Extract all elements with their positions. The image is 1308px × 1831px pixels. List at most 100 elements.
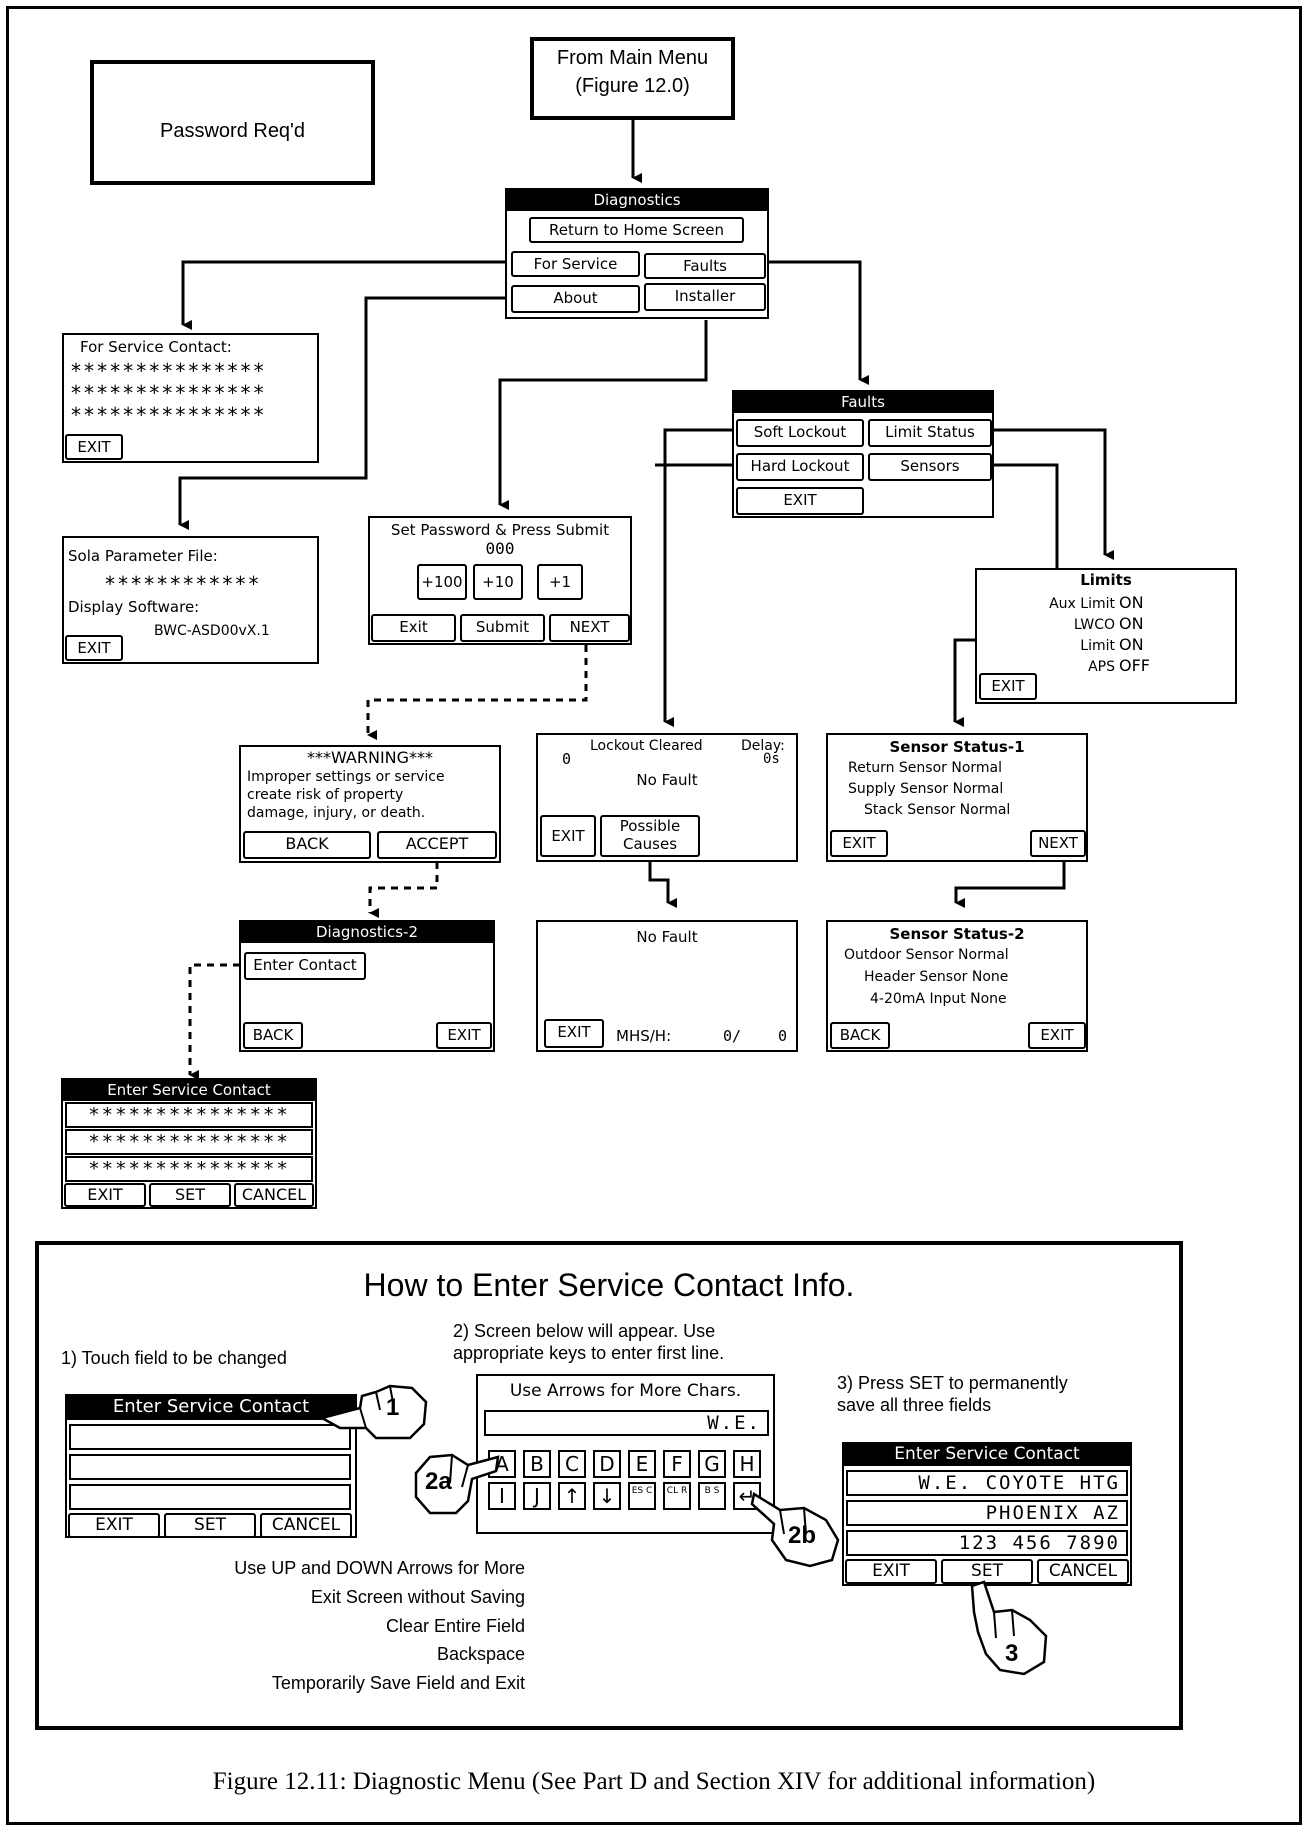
key-c[interactable]: C	[558, 1450, 586, 1478]
diag2-exit-button[interactable]: EXIT	[436, 1022, 492, 1049]
key-f[interactable]: F	[663, 1450, 691, 1478]
diagnostics-2-screen: Diagnostics-2 Enter Contact BACK EXIT	[239, 920, 495, 1052]
howto-step-2-line-1: 2) Screen below will appear. Use	[453, 1321, 716, 1341]
limit-label: Limit	[1080, 638, 1115, 654]
return-home-button[interactable]: Return to Home Screen	[529, 217, 744, 243]
legend-text: Password Req'd	[160, 120, 305, 142]
panel3-field-2[interactable]: PHOENIX AZ	[846, 1500, 1128, 1526]
escape-key[interactable]: ES C	[628, 1482, 656, 1510]
contact-cancel-button[interactable]: CANCEL	[234, 1183, 314, 1207]
faults-exit-button[interactable]: EXIT	[736, 487, 864, 515]
plus-100-button[interactable]: +100	[417, 564, 467, 600]
howto-step-3-line-2: save all three fields	[837, 1395, 992, 1415]
panel1-field-3[interactable]	[69, 1484, 351, 1510]
possible-causes-button[interactable]: Possible Causes	[600, 815, 700, 857]
service-contact-line-2: ***************	[70, 381, 266, 405]
contact-field-3[interactable]: ***************	[65, 1156, 313, 1182]
sensor1-row-1: Return Sensor Normal	[848, 760, 1002, 776]
lwco-value: ON	[1119, 614, 1144, 633]
keyboard-entry-field[interactable]: W.E.	[484, 1410, 769, 1436]
enter-service-contact-title: Enter Service Contact	[63, 1080, 315, 1101]
sensor1-next-button[interactable]: NEXT	[1030, 830, 1086, 857]
main-menu-ref: (Figure 12.0)	[575, 75, 690, 97]
key-i[interactable]: I	[488, 1482, 516, 1510]
sensor1-exit-button[interactable]: EXIT	[830, 830, 888, 857]
password-next-button[interactable]: NEXT	[549, 614, 630, 642]
limit-status-button[interactable]: Limit Status	[868, 419, 992, 447]
clear-key[interactable]: CL R	[663, 1482, 691, 1510]
panel1-field-1[interactable]	[69, 1424, 351, 1450]
up-arrow-icon[interactable]: ↑	[558, 1482, 586, 1510]
possible-causes-line-2: Causes	[622, 835, 678, 853]
sensor2-back-button[interactable]: BACK	[830, 1022, 890, 1049]
panel3-exit-button[interactable]: EXIT	[845, 1559, 937, 1584]
password-submit-button[interactable]: Submit	[460, 614, 545, 642]
panel1-set-button[interactable]: SET	[164, 1513, 256, 1538]
panel3-cancel-button[interactable]: CANCEL	[1037, 1559, 1129, 1584]
lockout-left-value: 0	[562, 750, 572, 768]
sensor2-row-3: 4-20mA Input None	[870, 991, 1007, 1007]
panel1-field-2[interactable]	[69, 1454, 351, 1480]
param-file-value: ************	[104, 572, 261, 596]
contact-field-1[interactable]: ***************	[65, 1102, 313, 1128]
password-exit-button[interactable]: Exit	[371, 614, 456, 642]
lockout-exit-button[interactable]: EXIT	[540, 815, 596, 857]
sensor-status-2-screen: Sensor Status-2 Outdoor Sensor Normal He…	[826, 920, 1088, 1052]
annotation-exit: Exit Screen without Saving	[310, 1587, 525, 1607]
key-g[interactable]: G	[698, 1450, 726, 1478]
backspace-key[interactable]: B S	[698, 1482, 726, 1510]
sensors-button[interactable]: Sensors	[868, 453, 992, 481]
lockout-status: Lockout Cleared	[590, 738, 703, 754]
for-service-button[interactable]: For Service	[511, 251, 640, 277]
limit-value: ON	[1119, 635, 1144, 654]
warning-back-button[interactable]: BACK	[243, 831, 371, 859]
down-arrow-icon[interactable]: ↓	[593, 1482, 621, 1510]
contact-exit-button[interactable]: EXIT	[64, 1183, 146, 1207]
no-fault-exit-button[interactable]: EXIT	[544, 1019, 604, 1048]
panel3-field-1[interactable]: W.E. COYOTE HTG	[846, 1470, 1128, 1496]
key-h[interactable]: H	[733, 1450, 761, 1478]
sensor2-exit-button[interactable]: EXIT	[1028, 1022, 1086, 1049]
hard-lockout-button[interactable]: Hard Lockout	[736, 453, 864, 481]
about-button[interactable]: About	[511, 285, 640, 313]
password-title: Set Password & Press Submit	[390, 521, 610, 539]
limits-exit-button[interactable]: EXIT	[979, 673, 1037, 700]
warning-accept-button[interactable]: ACCEPT	[377, 831, 497, 859]
installer-button[interactable]: Installer	[644, 283, 766, 311]
legend-box: Password Req'd	[90, 60, 375, 185]
key-e[interactable]: E	[628, 1450, 656, 1478]
sensor-status-1-screen: Sensor Status-1 Return Sensor Normal Sup…	[826, 733, 1088, 862]
sensor1-row-3: Stack Sensor Normal	[864, 802, 1011, 818]
plus-1-button[interactable]: +1	[537, 564, 583, 600]
plus-10-button[interactable]: +10	[473, 564, 523, 600]
delay-value: 0s	[763, 751, 780, 767]
key-b[interactable]: B	[523, 1450, 551, 1478]
keyboard-title: Use Arrows for More Chars.	[509, 1381, 742, 1401]
display-software-label: Display Software:	[68, 598, 200, 616]
contact-field-2[interactable]: ***************	[65, 1129, 313, 1155]
password-value: 000	[485, 539, 515, 558]
panel1-cancel-button[interactable]: CANCEL	[260, 1513, 352, 1538]
enter-contact-button[interactable]: Enter Contact	[244, 952, 366, 980]
soft-lockout-button[interactable]: Soft Lockout	[736, 419, 864, 447]
panel3-set-button[interactable]: SET	[941, 1559, 1033, 1584]
annotation-save: Temporarily Save Field and Exit	[271, 1673, 525, 1693]
aux-limit-label: Aux Limit	[1049, 596, 1115, 612]
contact-set-button[interactable]: SET	[149, 1183, 231, 1207]
faults-button[interactable]: Faults	[644, 253, 766, 279]
service-contact-exit-button[interactable]: EXIT	[65, 434, 123, 460]
faults-screen: Faults Soft Lockout Limit Status Hard Lo…	[732, 390, 994, 518]
howto-step-1: 1) Touch field to be changed	[61, 1348, 287, 1368]
howto-panel-1: Enter Service Contact EXIT SET CANCEL	[65, 1394, 357, 1538]
annotation-updown: Use UP and DOWN Arrows for More	[234, 1558, 525, 1578]
key-j[interactable]: J	[523, 1482, 551, 1510]
sensor2-row-1: Outdoor Sensor Normal	[844, 947, 1009, 963]
warning-title: ***WARNING***	[306, 748, 434, 767]
lockout-screen: 0 Lockout Cleared Delay: 0s No Fault EXI…	[536, 733, 798, 862]
panel3-field-3[interactable]: 123 456 7890	[846, 1530, 1128, 1556]
key-d[interactable]: D	[593, 1450, 621, 1478]
howto-step-3-line-1: 3) Press SET to permanently	[837, 1373, 1068, 1393]
diag2-back-button[interactable]: BACK	[243, 1022, 303, 1049]
about-exit-button[interactable]: EXIT	[65, 635, 123, 661]
panel1-exit-button[interactable]: EXIT	[68, 1513, 160, 1538]
